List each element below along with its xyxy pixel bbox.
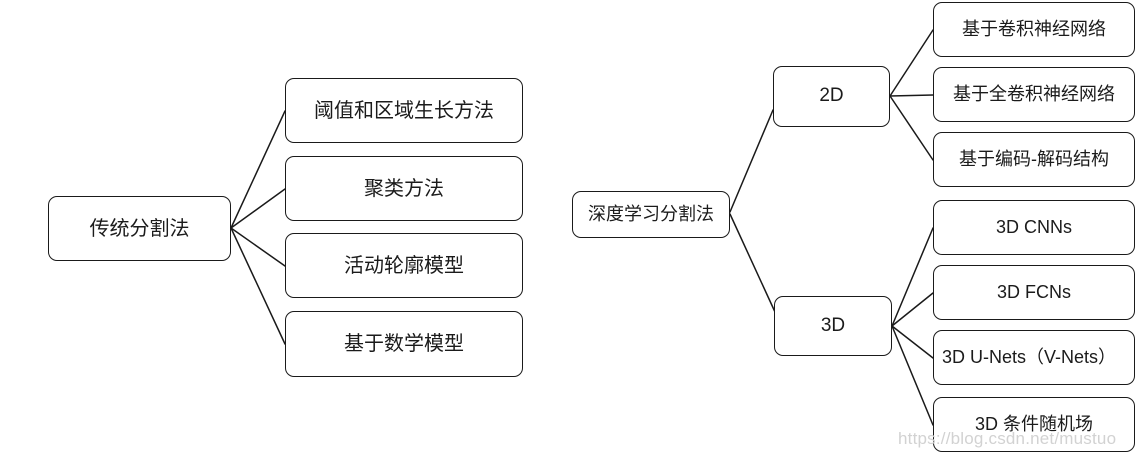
- node-cnn-based[interactable]: 基于卷积神经网络: [933, 2, 1135, 57]
- node-math-model-based[interactable]: 基于数学模型: [285, 311, 523, 377]
- node-label: 3D: [820, 314, 846, 336]
- edge-2d-to-leaf-3: [889, 95, 934, 161]
- node-3d-fcns[interactable]: 3D FCNs: [933, 265, 1135, 320]
- node-3d-conditional-random-field[interactable]: 3D 条件随机场: [933, 397, 1135, 452]
- edge-3d-to-leaf-4: [891, 325, 934, 426]
- node-label: 3D FCNs: [996, 281, 1071, 302]
- node-traditional-segmentation[interactable]: 传统分割法: [48, 196, 231, 261]
- node-label: 基于数学模型: [344, 333, 464, 355]
- edge-dl-to-3d: [729, 213, 776, 313]
- edge-3d-to-leaf-3: [891, 325, 934, 359]
- node-active-contour-model[interactable]: 活动轮廓模型: [285, 233, 523, 298]
- edge-dl-to-2d: [729, 109, 774, 213]
- edge-trad-to-leaf-3: [230, 227, 286, 267]
- edge-2d-to-leaf-2: [889, 94, 934, 97]
- node-label: 活动轮廓模型: [344, 254, 464, 277]
- node-label: 基于编码-解码结构: [959, 148, 1109, 169]
- node-branch-2d[interactable]: 2D: [773, 66, 890, 127]
- node-branch-3d[interactable]: 3D: [774, 296, 892, 356]
- edge-2d-to-leaf-1: [889, 29, 934, 97]
- node-3d-unets-vnets[interactable]: 3D U-Nets（V-Nets）: [933, 330, 1135, 385]
- node-3d-cnns[interactable]: 3D CNNs: [933, 200, 1135, 255]
- node-fcn-based[interactable]: 基于全卷积神经网络: [933, 67, 1135, 122]
- node-label: 基于全卷积神经网络: [953, 83, 1115, 104]
- node-label: 基于卷积神经网络: [962, 18, 1106, 39]
- node-threshold-region-growing[interactable]: 阈值和区域生长方法: [285, 78, 523, 143]
- edge-3d-to-leaf-2: [891, 292, 934, 327]
- node-encoder-decoder-based[interactable]: 基于编码-解码结构: [933, 132, 1135, 187]
- edge-trad-to-leaf-4: [230, 227, 286, 345]
- node-label: 传统分割法: [89, 217, 190, 240]
- node-label: 3D CNNs: [995, 216, 1072, 237]
- node-label: 深度学习分割法: [588, 203, 714, 224]
- node-clustering-method[interactable]: 聚类方法: [285, 156, 523, 221]
- edge-trad-to-leaf-1: [230, 110, 286, 229]
- watermark: https://blog.csdn.net/mustuo: [898, 429, 1117, 448]
- edge-3d-to-leaf-1: [891, 227, 934, 327]
- edge-trad-to-leaf-2: [230, 188, 286, 229]
- node-label: 3D U-Nets（V-Nets）: [941, 346, 1117, 367]
- node-label: 阈值和区域生长方法: [314, 99, 494, 122]
- node-label: 2D: [819, 85, 844, 107]
- node-deep-learning-segmentation[interactable]: 深度学习分割法: [572, 191, 730, 238]
- node-label: 3D 条件随机场: [974, 413, 1093, 434]
- node-label: 聚类方法: [364, 177, 444, 200]
